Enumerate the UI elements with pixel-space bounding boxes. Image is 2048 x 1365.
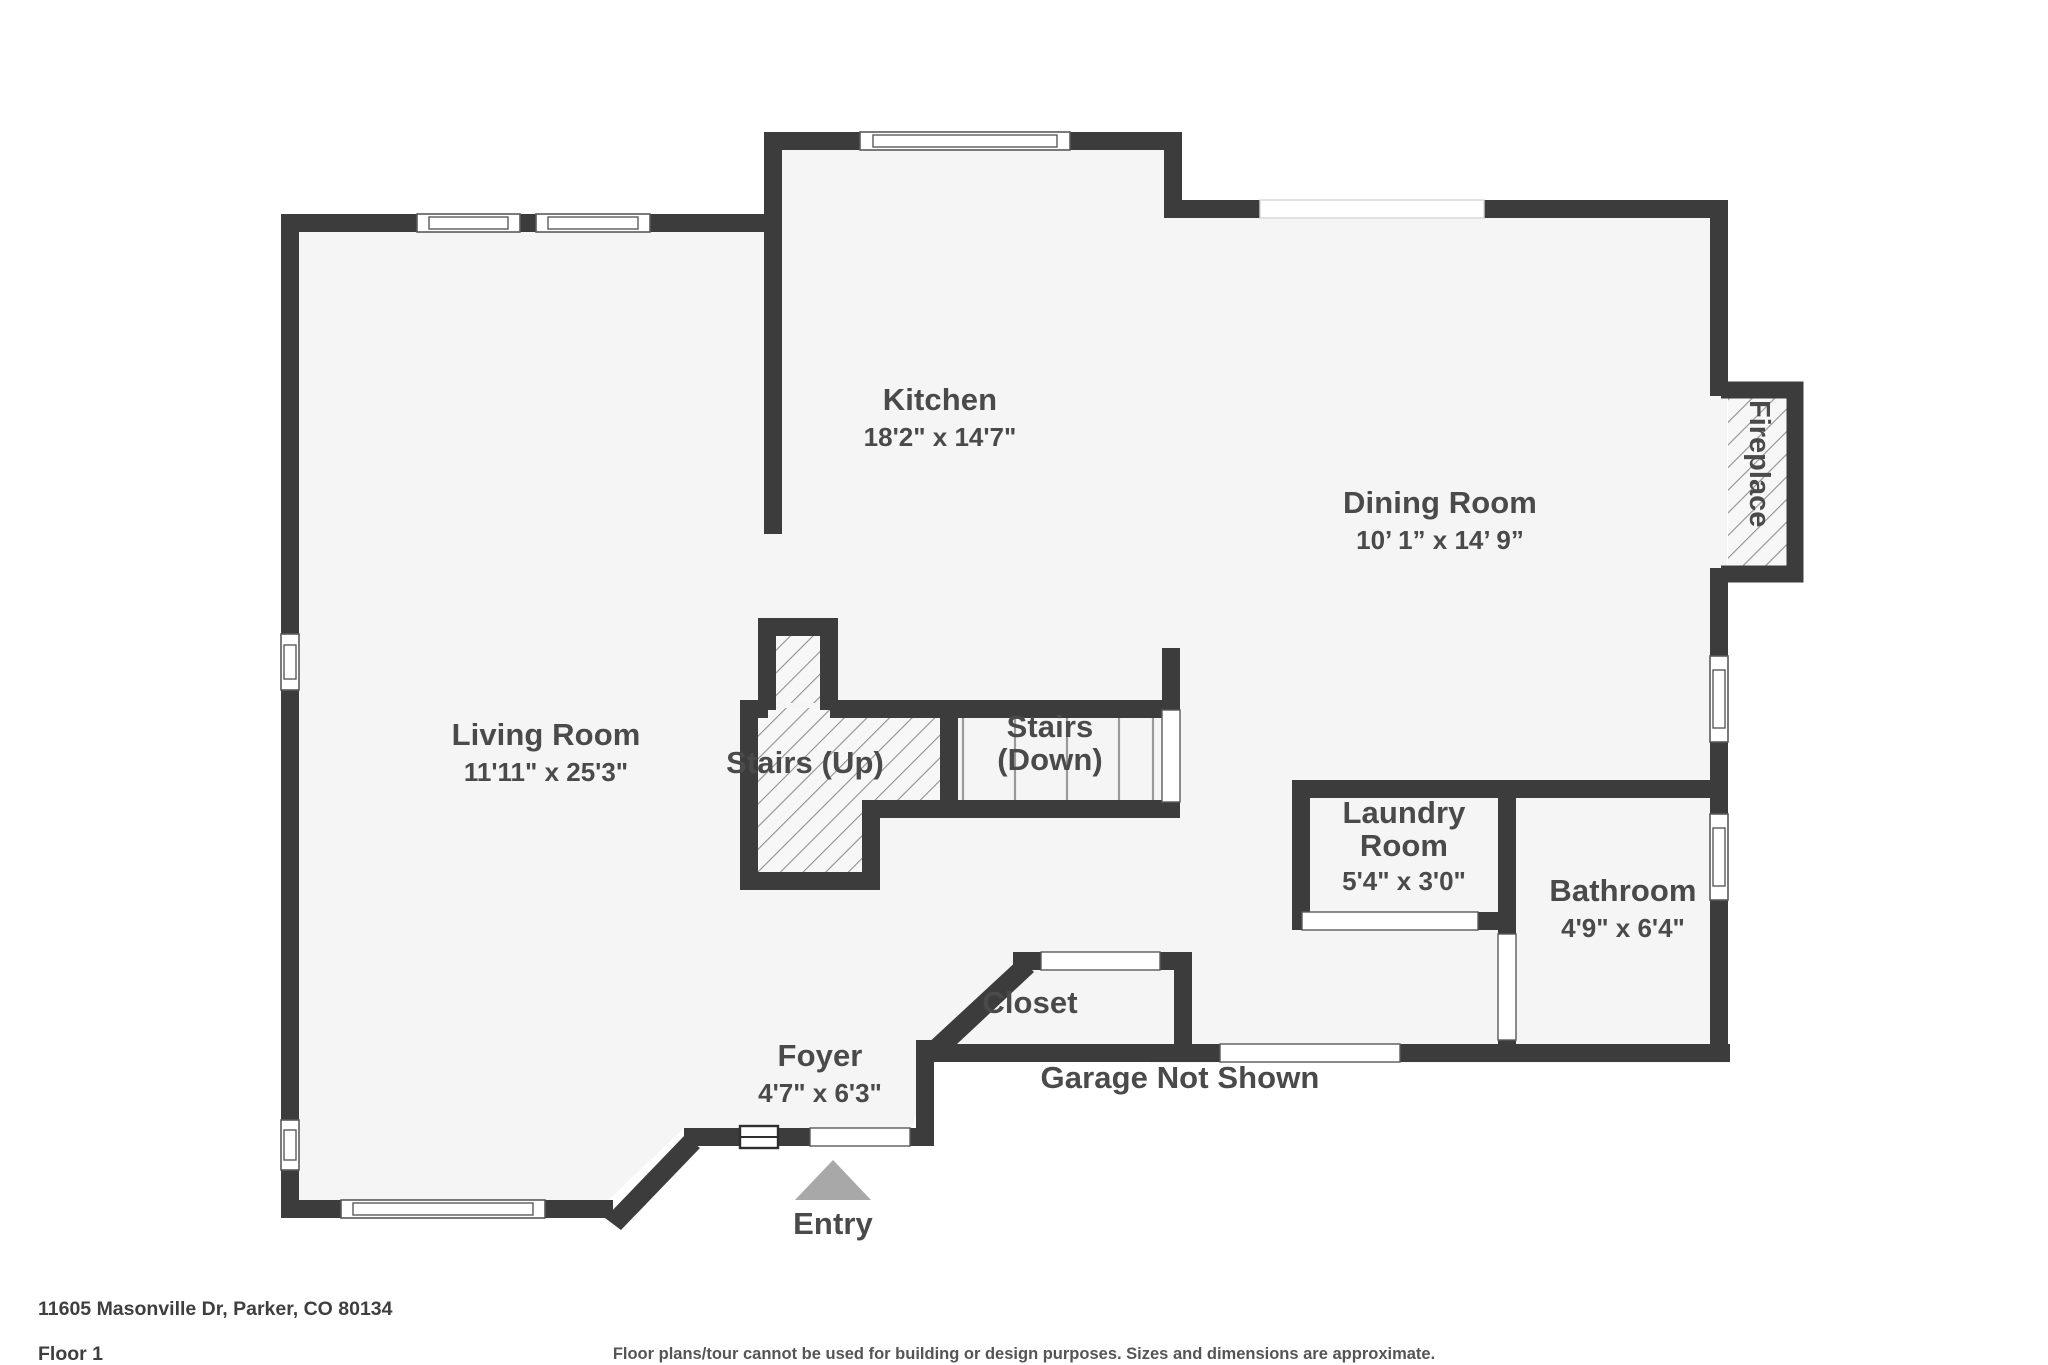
wall-stairs-up-left (740, 700, 758, 890)
closet-fill (861, 964, 1186, 1050)
wall-living-bottom-right (545, 1200, 613, 1218)
opening-stairs-down-right (1161, 709, 1181, 803)
window-foyer-small (738, 1124, 780, 1150)
wall-right-upper (1710, 200, 1728, 396)
wall-living-top-left (281, 214, 417, 232)
wall-garage-right (1400, 1044, 1730, 1062)
stairs-down-treads (961, 712, 1155, 812)
wall-kitchen-top-right (1070, 132, 1182, 150)
wall-stair-landing-left (758, 618, 776, 710)
windows-and-openings (280, 131, 1729, 1219)
window-living-top-2 (535, 213, 651, 233)
wall-laundry-top (1292, 780, 1516, 798)
wall-stairs-up-right-lower (862, 800, 880, 890)
wall-closet-diagonal (925, 958, 1034, 1059)
wall-living-top-right (650, 214, 782, 232)
wall-foyer-bottom-left (684, 1128, 740, 1146)
wall-closet-bottom (925, 1044, 1181, 1062)
opening-dining-top (1259, 199, 1485, 219)
opening-bathroom-door (1497, 933, 1517, 1041)
wall-closet-top-left (1013, 952, 1041, 970)
wall-stairs-top-3 (948, 700, 1180, 718)
footer-disclaimer: Floor plans/tour cannot be used for buil… (612, 1345, 1436, 1363)
opening-front-door (809, 1127, 911, 1147)
wall-right-lower (1710, 900, 1728, 1062)
stairs-up-landing-hatch (776, 625, 820, 703)
bathroom-fill (1528, 788, 1724, 1060)
opening-laundry-door (1301, 911, 1479, 931)
window-right-lower (1709, 813, 1729, 901)
wall-kitchen-bump-right (1164, 132, 1182, 212)
wall-left-mid (281, 690, 299, 1120)
main-floor-fill (281, 140, 1727, 1210)
wall-stairs-right-stub (1162, 648, 1180, 710)
wall-dining-top-left (1164, 200, 1260, 218)
wall-laundry-right (1498, 780, 1516, 930)
wall-stairs-divider (940, 700, 958, 818)
wall-closet-right (1174, 952, 1192, 1062)
wall-living-top-mid (520, 214, 536, 232)
opening-garage-door (1219, 1043, 1401, 1063)
window-left-upper (280, 633, 300, 691)
wall-bathroom-left-lower (1498, 1040, 1516, 1062)
wall-laundry-left (1292, 780, 1310, 930)
wall-garage-left (1192, 1044, 1220, 1062)
fireplace-hatch (1728, 397, 1790, 567)
wall-bathroom-left-upper (1498, 912, 1516, 934)
entry-marker-triangle (795, 1160, 871, 1200)
window-living-bottom (340, 1199, 546, 1219)
footer-address: 11605 Masonville Dr, Parker, CO 80134 (38, 1298, 393, 1320)
window-right-upper (1709, 655, 1729, 743)
window-living-top-1 (416, 213, 521, 233)
wall-living-kitchen-divider (764, 214, 782, 534)
wall-right-mid-b (1710, 742, 1728, 814)
wall-left-upper (281, 214, 299, 634)
wall-stairs-down-bottom (862, 800, 1180, 818)
wall-stair-landing-top (758, 618, 838, 636)
room-fills (281, 140, 1727, 1210)
wall-kitchen-top-left (764, 132, 860, 150)
wall-stairs-top-2 (830, 700, 950, 718)
wall-stair-landing-right (820, 618, 838, 710)
stairs-up-hatch (752, 708, 950, 878)
window-kitchen-top (859, 131, 1071, 151)
wall-living-diagonal (605, 1136, 700, 1230)
wall-dining-top-right (1484, 200, 1728, 218)
wall-stairs-up-bottom (740, 872, 880, 890)
hatched-features (752, 381, 1804, 878)
footer-floor-label: Floor 1 (38, 1343, 104, 1365)
laundry-fill (1300, 788, 1508, 930)
walls (281, 132, 1730, 1230)
wall-living-bottom-left (281, 1200, 341, 1218)
window-left-lower (280, 1119, 300, 1171)
fireplace-frame (1721, 381, 1804, 583)
wall-foyer-bottom-door-stop (778, 1128, 810, 1146)
wall-bathroom-top (1498, 780, 1728, 798)
wall-right-mid-a (1710, 568, 1728, 656)
opening-closet-top (1040, 951, 1161, 971)
wall-foyer-right (916, 1040, 934, 1146)
wall-kitchen-bump-left (764, 132, 782, 232)
